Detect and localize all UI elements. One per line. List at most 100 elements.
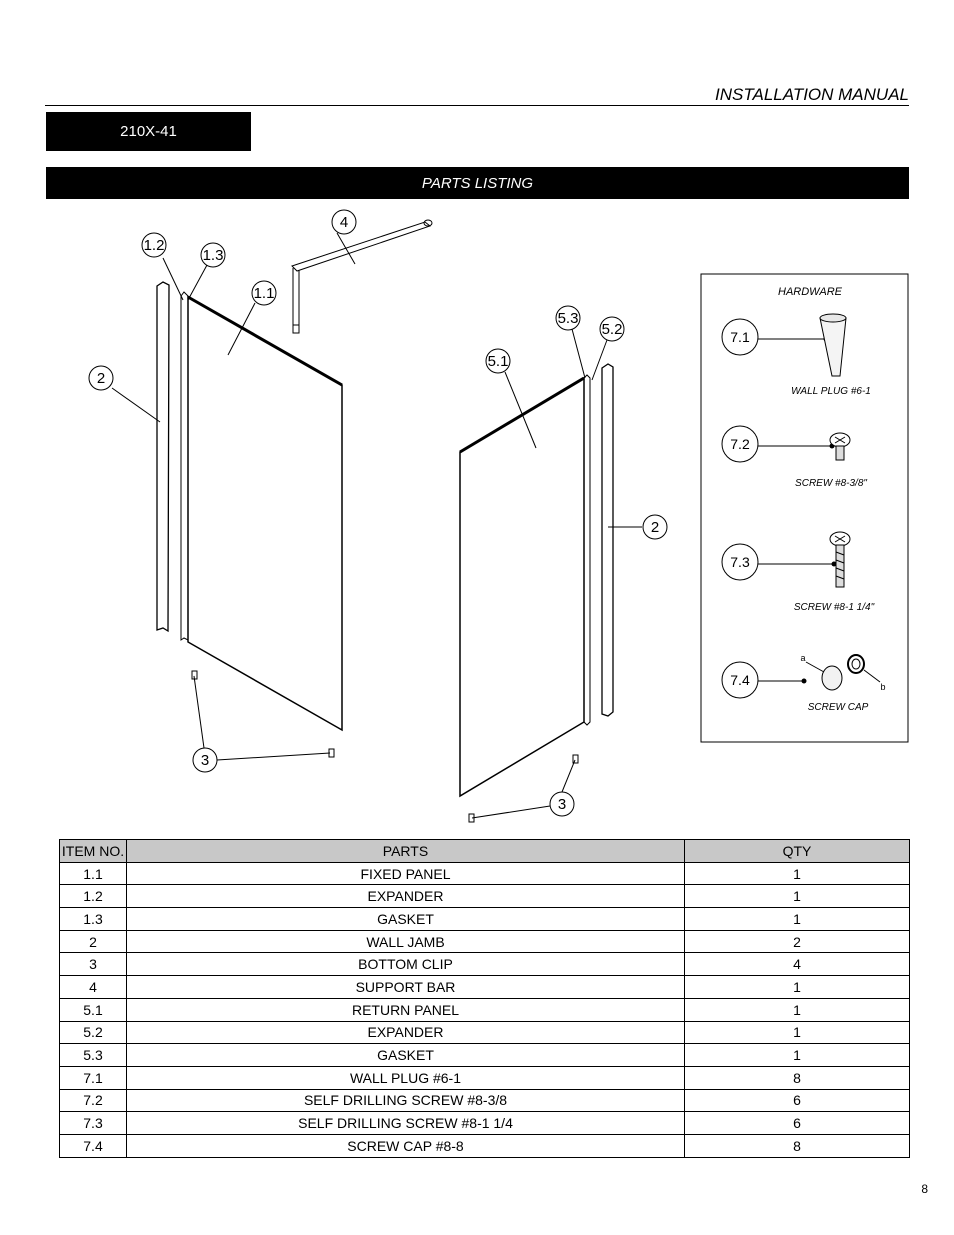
hardware-id: 7.3 — [730, 554, 750, 570]
part-name-cell: GASKET — [126, 1043, 685, 1067]
callout-label: 2 — [97, 370, 105, 387]
model-number: 210X-41 — [120, 123, 177, 140]
hardware-sublabel: b — [880, 682, 885, 692]
table-header-row: ITEM NO. PARTS QTY — [59, 839, 910, 863]
wall-jamb-right — [601, 363, 614, 717]
manual-title: INSTALLATION MANUAL — [715, 85, 909, 104]
header-rule — [45, 105, 909, 106]
part-name-cell: EXPANDER — [126, 1020, 685, 1045]
hardware-id: 7.4 — [730, 672, 750, 688]
callout-label: 4 — [340, 214, 348, 231]
part-name-cell: SUPPORT BAR — [126, 975, 685, 999]
quantity-cell: 1 — [684, 907, 910, 931]
hardware-label: SCREW #8-3/8" — [795, 478, 867, 489]
callout-label: 1.1 — [254, 285, 275, 302]
quantity-cell: 1 — [684, 975, 910, 999]
callout-label: 2 — [651, 519, 659, 536]
hardware-id: 7.1 — [730, 329, 750, 345]
hardware-title: HARDWARE — [778, 286, 843, 298]
wall-jamb-left — [156, 281, 170, 633]
callout-5.2: 5.2 — [599, 316, 625, 342]
quantity-cell: 4 — [684, 952, 910, 977]
part-name-cell: WALL JAMB — [126, 929, 685, 954]
callout-3-left: 3 — [192, 747, 218, 773]
quantity-cell: 1 — [684, 997, 910, 1022]
item-number-cell: 7.1 — [59, 1065, 127, 1090]
part-name-cell: SELF DRILLING SCREW #8-3/8 — [126, 1088, 685, 1113]
callout-1.1: 1.1 — [251, 280, 277, 306]
column-header: QTY — [684, 839, 910, 863]
callout-label: 3 — [558, 796, 566, 813]
callout-label: 3 — [201, 752, 209, 769]
screw-long-icon — [829, 531, 851, 588]
callout-1.3: 1.3 — [200, 242, 226, 268]
part-name-cell: FIXED PANEL — [126, 861, 685, 886]
callout-4: 4 — [331, 209, 357, 235]
callouts: 1.2 1.3 1.1 2 4 3 5.1 5.3 5.2 2 3 — [88, 209, 668, 817]
screw-short-icon — [829, 432, 851, 461]
quantity-cell: 1 — [684, 884, 910, 909]
expander-right — [583, 374, 591, 726]
callout-3-right: 3 — [549, 791, 575, 817]
part-name-cell: SELF DRILLING SCREW #8-1 1/4 — [126, 1111, 685, 1135]
item-number-cell: 5.1 — [59, 997, 127, 1022]
hardware-sublabel: a — [800, 653, 805, 663]
column-header: ITEM NO. — [59, 839, 127, 863]
page-number: 8 — [921, 1182, 928, 1196]
section-title-bar: PARTS LISTING — [46, 167, 909, 199]
support-bar — [291, 221, 432, 272]
quantity-cell: 8 — [684, 1133, 910, 1158]
callout-5.3: 5.3 — [555, 305, 581, 331]
part-name-cell: EXPANDER — [126, 884, 685, 909]
hardware-label: SCREW #8-1 1/4" — [794, 602, 875, 613]
callout-2-right: 2 — [642, 514, 668, 540]
hardware-box: HARDWARE 7.1 WALL PLUG #6-1 7.2 SCREW #8… — [700, 273, 909, 743]
item-number-cell: 7.2 — [59, 1088, 127, 1113]
item-number-cell: 7.4 — [59, 1133, 127, 1158]
quantity-cell: 6 — [684, 1111, 910, 1135]
item-number-cell: 4 — [59, 975, 127, 999]
column-header: PARTS — [126, 839, 685, 863]
part-name-cell: RETURN PANEL — [126, 997, 685, 1022]
quantity-cell: 8 — [684, 1065, 910, 1090]
item-number-cell: 3 — [59, 952, 127, 977]
quantity-cell: 1 — [684, 1043, 910, 1067]
item-number-cell: 1.2 — [59, 884, 127, 909]
hardware-label: WALL PLUG #6-1 — [791, 386, 871, 397]
hardware-label: SCREW CAP — [808, 702, 869, 713]
item-number-cell: 5.3 — [59, 1043, 127, 1067]
part-name-cell: GASKET — [126, 907, 685, 931]
item-number-cell: 5.2 — [59, 1020, 127, 1045]
item-number-cell: 1.3 — [59, 907, 127, 931]
callout-label: 5.2 — [602, 321, 623, 338]
fixed-panel — [187, 295, 343, 732]
quantity-cell: 2 — [684, 929, 910, 954]
part-name-cell: SCREW CAP #8-8 — [126, 1133, 685, 1158]
item-number-cell: 7.3 — [59, 1111, 127, 1135]
model-number-box: 210X-41 — [46, 112, 251, 151]
item-number-cell: 2 — [59, 929, 127, 954]
bottom-clip — [572, 754, 579, 764]
parts-diagram: 1.2 1.3 1.1 2 4 3 5.1 5.3 5.2 2 3 HARDWA… — [88, 209, 909, 823]
callout-label: 1.2 — [144, 237, 165, 254]
part-name-cell: WALL PLUG #6-1 — [126, 1065, 685, 1090]
screw-cap-icon — [821, 654, 865, 691]
hardware-id: 7.2 — [730, 436, 750, 452]
callout-label: 1.3 — [203, 247, 224, 264]
callout-5.1: 5.1 — [485, 348, 511, 374]
part-name-cell: BOTTOM CLIP — [126, 952, 685, 977]
callout-1.2: 1.2 — [141, 232, 167, 258]
section-title: PARTS LISTING — [421, 174, 534, 192]
